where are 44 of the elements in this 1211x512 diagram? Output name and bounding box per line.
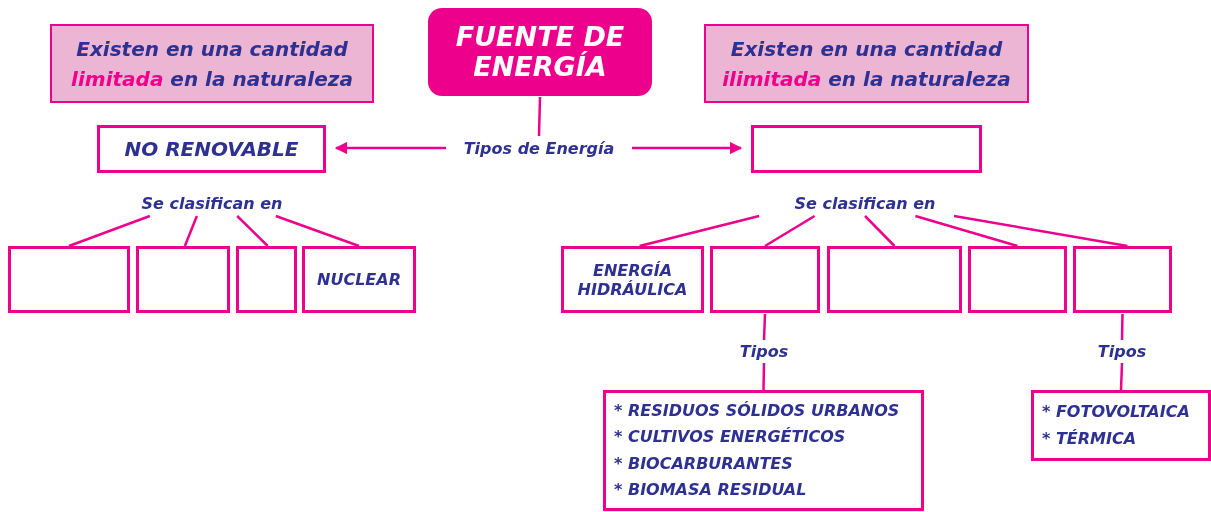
connector-line	[68, 214, 151, 248]
connector-line	[639, 214, 760, 248]
empty-box	[827, 246, 962, 313]
connector-line	[183, 215, 199, 247]
connector-line	[537, 96, 542, 137]
empty-box	[1073, 246, 1172, 313]
connector-line	[1120, 313, 1124, 341]
box-label: Existen en una cantidad limitada en la naturaleza	[70, 35, 354, 93]
empty-box	[8, 246, 130, 313]
empty-box	[136, 246, 230, 313]
list-item: * BIOMASA RESIDUAL	[614, 478, 807, 501]
arrow	[334, 141, 446, 155]
connector-line	[953, 214, 1128, 248]
list-item: * BIOCARBURANTES	[614, 452, 793, 475]
empty-box	[236, 246, 297, 313]
list-item: * CULTIVOS ENERGÉTICOS	[614, 426, 846, 449]
box-label: Existen en una cantidad ilimitada en la naturaleza	[721, 35, 1012, 93]
connector-line	[864, 215, 896, 247]
connector-line	[275, 214, 360, 248]
box-label: NO RENOVABLE	[124, 137, 299, 161]
concept-box	[302, 246, 416, 313]
box-label: FUENTE DE ENERGÍA	[454, 22, 626, 82]
list-item: * TÉRMICA	[1042, 427, 1137, 450]
empty-box	[968, 246, 1067, 313]
connector-line	[1119, 362, 1124, 391]
connector-line	[764, 214, 816, 248]
connector-line	[762, 362, 766, 391]
concept-box	[561, 246, 704, 313]
concept-box	[97, 125, 326, 173]
list-item: * FOTOVOLTAICA	[1042, 401, 1190, 424]
box-label: ENERGÍA HIDRÁULICA	[576, 260, 689, 299]
connector-line	[236, 215, 269, 247]
note-box	[704, 24, 1029, 103]
box-label: NUCLEAR	[317, 270, 401, 289]
note-box	[50, 24, 374, 103]
arrow	[632, 141, 743, 155]
list-box	[1031, 390, 1211, 461]
list-item: * RESIDUOS SÓLIDOS URBANOS	[614, 399, 900, 422]
connector-line	[762, 313, 767, 341]
list-box	[603, 390, 924, 511]
connector-line	[915, 214, 1018, 248]
empty-box	[751, 125, 982, 173]
title-box	[428, 8, 652, 96]
empty-box	[710, 246, 820, 313]
